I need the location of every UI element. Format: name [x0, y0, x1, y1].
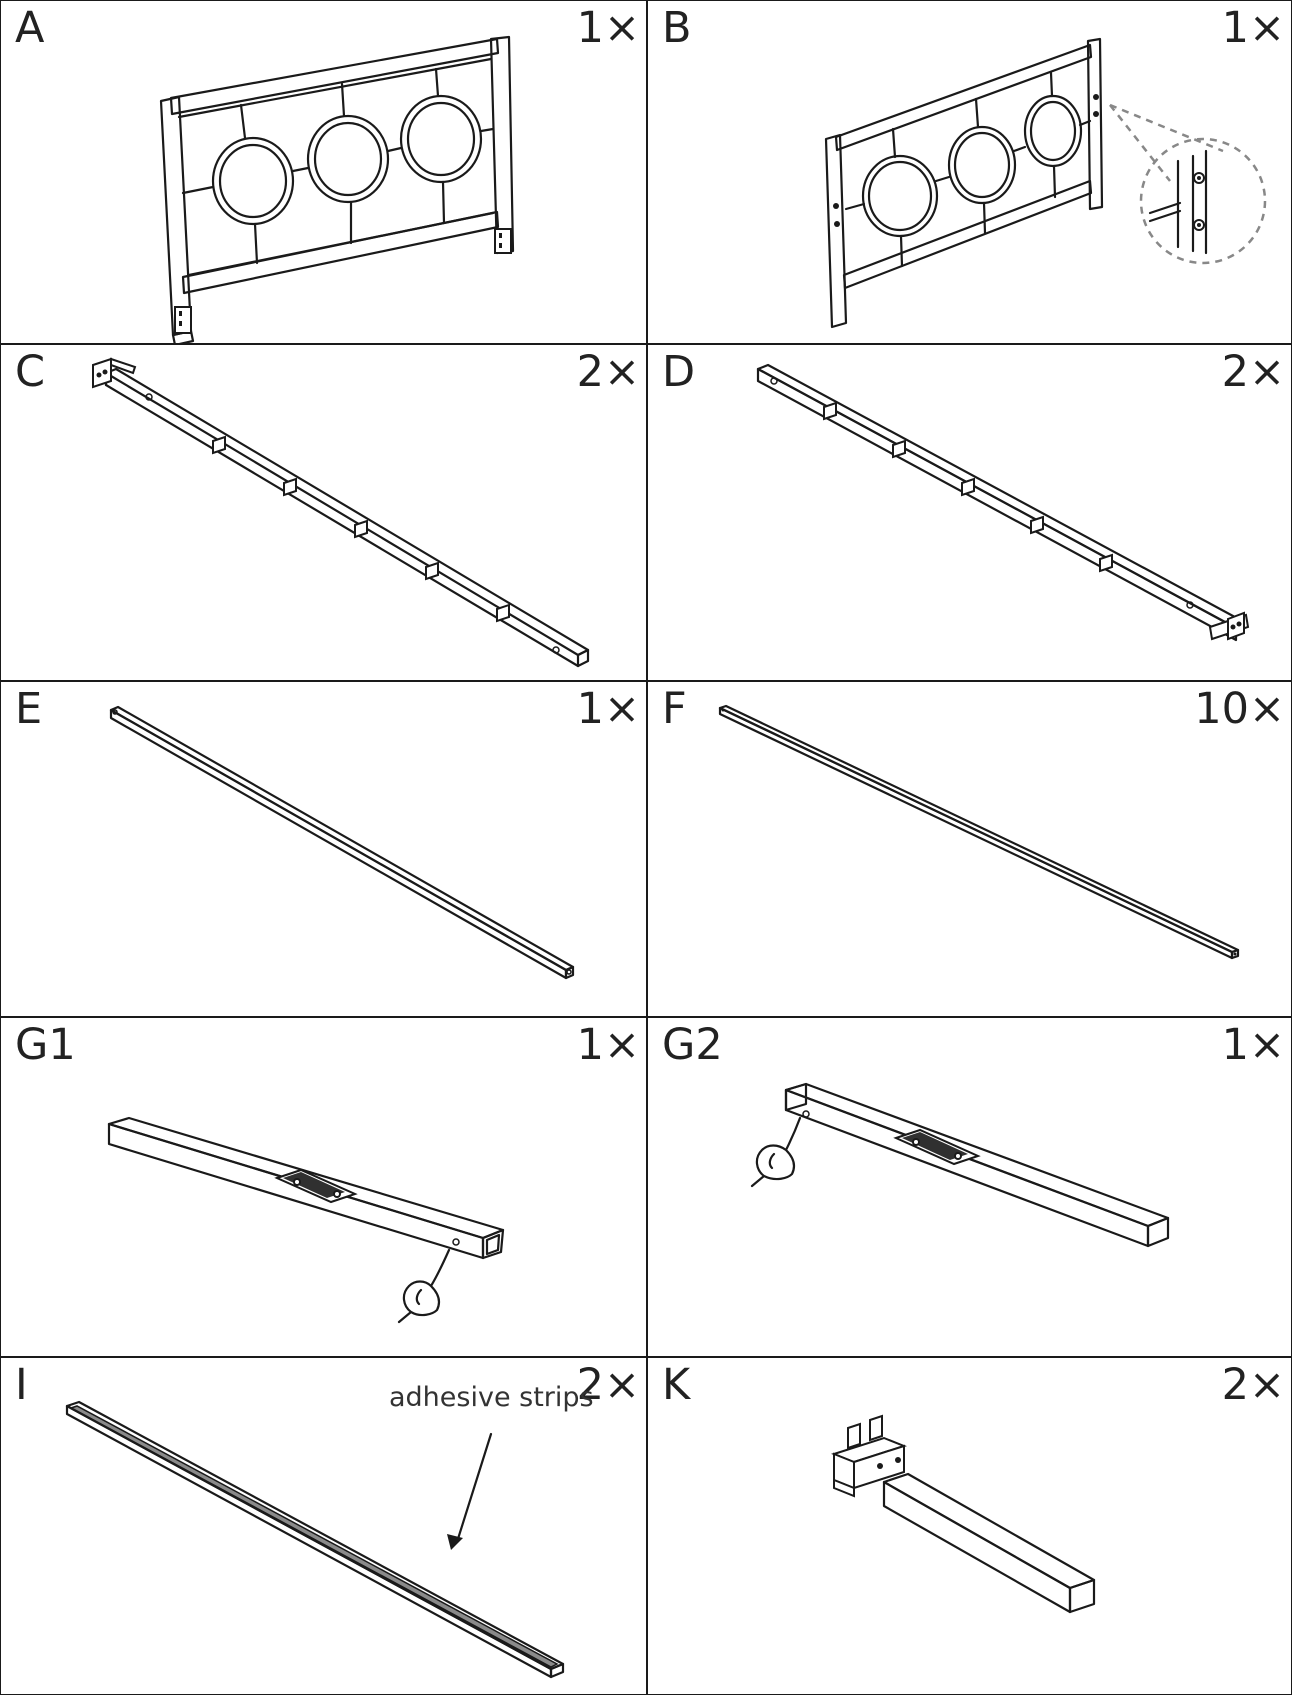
part-cell-a: A 1× [1, 1, 648, 345]
part-cell-g2: G2 1× [648, 1018, 1291, 1358]
footboard-panel-icon [824, 37, 1267, 329]
part-label: F [662, 684, 687, 734]
part-cell-c: C 2× [1, 345, 648, 682]
part-cell-f: F 10× [648, 682, 1291, 1018]
part-label: G1 [15, 1020, 76, 1070]
center-rail-icon [109, 705, 575, 980]
side-rail-icon [92, 357, 590, 668]
part-cell-i: I 2× adhesive strips [1, 1358, 648, 1694]
part-cell-k: K 2× [648, 1358, 1291, 1694]
part-label: E [15, 684, 43, 734]
headboard-panel-icon [159, 35, 515, 343]
part-label: K [662, 1360, 691, 1410]
part-quantity: 1× [1221, 3, 1285, 53]
part-label: D [662, 347, 696, 397]
part-cell-g1: G1 1× [1, 1018, 648, 1358]
slat-with-adhesive-icon [65, 1400, 565, 1679]
part-cell-d: D 2× [648, 345, 1291, 682]
side-rail-icon [756, 363, 1250, 642]
part-quantity: 1× [576, 684, 640, 734]
part-label: C [15, 347, 46, 397]
part-quantity: 1× [1221, 1020, 1285, 1070]
part-label: G2 [662, 1020, 723, 1070]
cross-beam-icon [750, 1082, 1170, 1248]
part-quantity: 10× [1194, 684, 1285, 734]
part-quantity: 2× [1221, 347, 1285, 397]
part-cell-b: B 1× [648, 1, 1291, 345]
part-label: A [15, 3, 45, 53]
cross-beam-icon [107, 1116, 505, 1324]
part-label: I [15, 1360, 28, 1410]
part-quantity: 2× [1221, 1360, 1285, 1410]
part-quantity: 2× [576, 347, 640, 397]
part-label: B [662, 3, 692, 53]
part-quantity: 1× [576, 3, 640, 53]
bracket-icon [831, 1414, 1096, 1614]
part-quantity: 2× [576, 1360, 640, 1410]
part-cell-e: E 1× [1, 682, 648, 1018]
part-quantity: 1× [576, 1020, 640, 1070]
slat-icon [718, 704, 1240, 960]
adhesive-strips-label: adhesive strips [389, 1382, 594, 1413]
